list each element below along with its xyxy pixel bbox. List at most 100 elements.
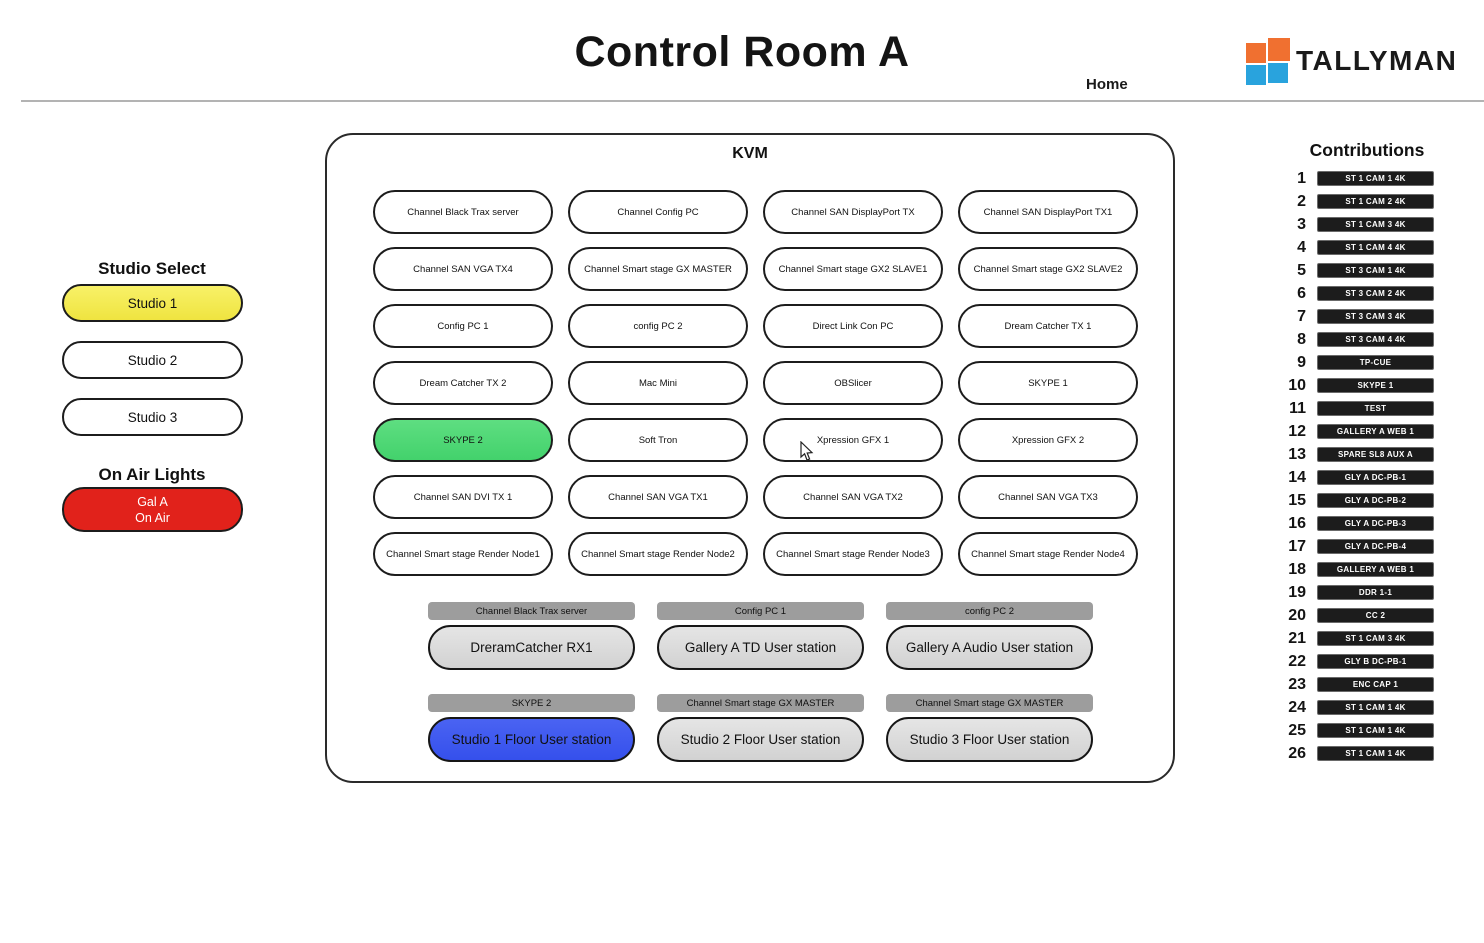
contribution-source-badge: SKYPE 1 (1317, 378, 1434, 393)
kvm-source-button[interactable]: Xpression GFX 1 (763, 418, 943, 462)
contribution-source-badge: GLY A DC-PB-2 (1317, 493, 1434, 508)
on-air-lights-heading: On Air Lights (98, 465, 206, 484)
contribution-row: 20 CC 2 (1262, 604, 1434, 627)
contribution-number: 15 (1288, 491, 1306, 509)
contribution-number: 8 (1297, 330, 1306, 348)
kvm-source-button[interactable]: Channel SAN DisplayPort TX (763, 190, 943, 234)
contribution-row: 6 ST 3 CAM 2 4K (1262, 282, 1434, 305)
kvm-source-button[interactable]: Channel Smart stage GX MASTER (568, 247, 748, 291)
contribution-row: 8 ST 3 CAM 4 4K (1262, 328, 1434, 351)
user-station-button[interactable]: Gallery A TD User station (657, 625, 864, 670)
contribution-source-badge: ST 1 CAM 1 4K (1317, 171, 1434, 186)
kvm-source-button[interactable]: Channel Smart stage Render Node2 (568, 532, 748, 576)
studio-select-button[interactable]: Studio 1 (62, 284, 243, 322)
contribution-number: 20 (1288, 606, 1306, 624)
contribution-number: 10 (1288, 376, 1306, 394)
contribution-row: 23 ENC CAP 1 (1262, 673, 1434, 696)
contribution-row: 14 GLY A DC-PB-1 (1262, 466, 1434, 489)
contribution-source-badge: DDR 1-1 (1317, 585, 1434, 600)
station-source-label: Channel Smart stage GX MASTER (886, 694, 1093, 712)
kvm-source-button[interactable]: Dream Catcher TX 1 (958, 304, 1138, 348)
contribution-row: 22 GLY B DC-PB-1 (1262, 650, 1434, 673)
contribution-number: 25 (1288, 721, 1306, 739)
contribution-number: 18 (1288, 560, 1306, 578)
contribution-row: 12 GALLERY A WEB 1 (1262, 420, 1434, 443)
kvm-source-button[interactable]: OBSlicer (763, 361, 943, 405)
kvm-source-button[interactable]: config PC 2 (568, 304, 748, 348)
contribution-number: 22 (1288, 652, 1306, 670)
contribution-row: 21 ST 1 CAM 3 4K (1262, 627, 1434, 650)
contribution-row: 9 TP-CUE (1262, 351, 1434, 374)
kvm-source-button[interactable]: SKYPE 1 (958, 361, 1138, 405)
contribution-number: 23 (1288, 675, 1306, 693)
contribution-row: 13 SPARE SL8 AUX A (1262, 443, 1434, 466)
contribution-row: 3 ST 1 CAM 3 4K (1262, 213, 1434, 236)
kvm-source-button[interactable]: Channel Smart stage Render Node4 (958, 532, 1138, 576)
kvm-source-button[interactable]: Channel Smart stage GX2 SLAVE1 (763, 247, 943, 291)
contribution-row: 24 ST 1 CAM 1 4K (1262, 696, 1434, 719)
kvm-panel-title: KVM (732, 145, 768, 162)
contribution-row: 16 GLY A DC-PB-3 (1262, 512, 1434, 535)
kvm-source-button[interactable]: Dream Catcher TX 2 (373, 361, 553, 405)
contribution-number: 6 (1297, 284, 1306, 302)
studio-select-list: Studio 1 Studio 2 Studio 3 (62, 284, 243, 436)
kvm-source-button[interactable]: Channel SAN VGA TX1 (568, 475, 748, 519)
contribution-number: 21 (1288, 629, 1306, 647)
contribution-source-badge: GLY B DC-PB-1 (1317, 654, 1434, 669)
station-source-label: config PC 2 (886, 602, 1093, 620)
contribution-source-badge: ST 1 CAM 1 4K (1317, 723, 1434, 738)
kvm-source-button[interactable]: Channel SAN VGA TX4 (373, 247, 553, 291)
studio-select-button[interactable]: Studio 2 (62, 341, 243, 379)
header-divider (21, 100, 1484, 102)
kvm-source-button[interactable]: Channel SAN VGA TX3 (958, 475, 1138, 519)
kvm-button-grid: Channel Black Trax server Channel Config… (373, 190, 1138, 576)
contribution-source-badge: ST 3 CAM 3 4K (1317, 309, 1434, 324)
contribution-number: 14 (1288, 468, 1306, 486)
contribution-number: 3 (1297, 215, 1306, 233)
contribution-source-badge: ST 1 CAM 4 4K (1317, 240, 1434, 255)
tallyman-logo-text: TALLYMAN (1296, 45, 1458, 76)
station-group: SKYPE 2 Studio 1 Floor User station (428, 694, 635, 762)
contribution-number: 24 (1288, 698, 1306, 716)
kvm-source-button[interactable]: Soft Tron (568, 418, 748, 462)
station-source-label: Config PC 1 (657, 602, 864, 620)
user-station-button[interactable]: Studio 1 Floor User station (428, 717, 635, 762)
kvm-source-button[interactable]: Direct Link Con PC (763, 304, 943, 348)
kvm-source-button[interactable]: Channel Black Trax server (373, 190, 553, 234)
kvm-source-button[interactable]: Mac Mini (568, 361, 748, 405)
kvm-source-button[interactable]: Channel SAN DVI TX 1 (373, 475, 553, 519)
kvm-source-button[interactable]: Xpression GFX 2 (958, 418, 1138, 462)
contribution-source-badge: ENC CAP 1 (1317, 677, 1434, 692)
on-air-light[interactable]: Gal A On Air (62, 487, 243, 532)
tallyman-logo-icon (1246, 37, 1290, 85)
kvm-source-button[interactable]: Channel Smart stage Render Node1 (373, 532, 553, 576)
kvm-source-button[interactable]: Channel Smart stage GX2 SLAVE2 (958, 247, 1138, 291)
on-air-light-line1: Gal A (137, 494, 168, 509)
contribution-source-badge: ST 1 CAM 3 4K (1317, 631, 1434, 646)
kvm-source-button[interactable]: Channel Smart stage Render Node3 (763, 532, 943, 576)
kvm-source-button[interactable]: Channel Config PC (568, 190, 748, 234)
kvm-source-button[interactable]: Config PC 1 (373, 304, 553, 348)
mouse-cursor-icon (800, 441, 814, 461)
user-station-button[interactable]: Studio 2 Floor User station (657, 717, 864, 762)
contribution-row: 11 TEST (1262, 397, 1434, 420)
user-station-button[interactable]: Studio 3 Floor User station (886, 717, 1093, 762)
user-station-button[interactable]: DreramCatcher RX1 (428, 625, 635, 670)
contribution-number: 7 (1297, 307, 1306, 325)
studio-select-button[interactable]: Studio 3 (62, 398, 243, 436)
kvm-source-button[interactable]: Channel SAN DisplayPort TX1 (958, 190, 1138, 234)
contribution-source-badge: GALLERY A WEB 1 (1317, 424, 1434, 439)
contribution-source-badge: ST 3 CAM 1 4K (1317, 263, 1434, 278)
contribution-source-badge: ST 1 CAM 1 4K (1317, 700, 1434, 715)
station-group: Channel Black Trax server DreramCatcher … (428, 602, 635, 670)
home-nav-link[interactable]: Home (1086, 76, 1128, 93)
contribution-number: 16 (1288, 514, 1306, 532)
on-air-light-line2: On Air (135, 510, 170, 525)
station-row-1: Channel Black Trax server DreramCatcher … (428, 602, 1093, 670)
contribution-number: 26 (1288, 744, 1306, 762)
kvm-source-button[interactable]: Channel SAN VGA TX2 (763, 475, 943, 519)
contribution-row: 18 GALLERY A WEB 1 (1262, 558, 1434, 581)
user-station-button[interactable]: Gallery A Audio User station (886, 625, 1093, 670)
kvm-source-button[interactable]: SKYPE 2 (373, 418, 553, 462)
contribution-number: 19 (1288, 583, 1306, 601)
